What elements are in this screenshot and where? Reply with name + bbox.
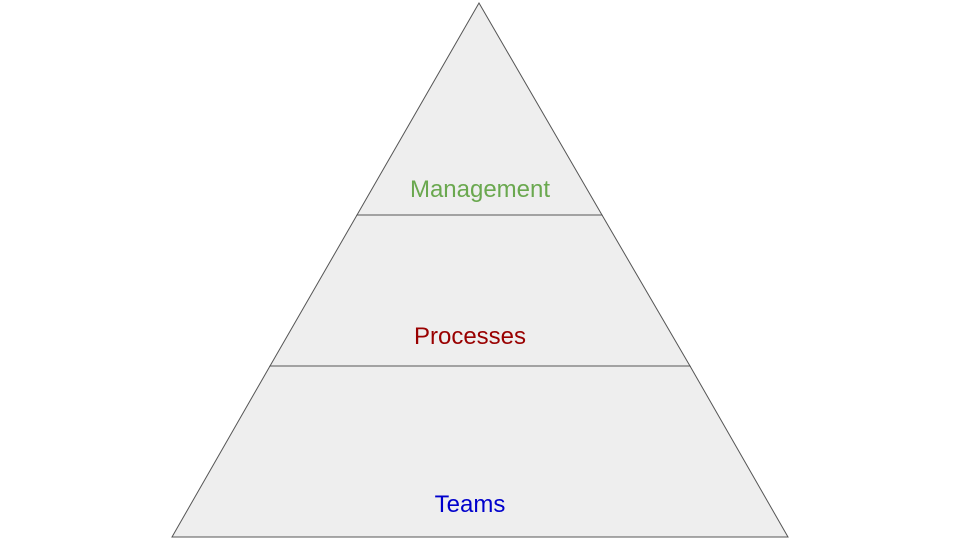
pyramid-tier-teams[interactable]: [171, 365, 789, 538]
tier-label-processes: Processes: [414, 323, 526, 350]
tier-label-management: Management: [410, 176, 550, 203]
tier-label-teams: Teams: [435, 491, 506, 518]
